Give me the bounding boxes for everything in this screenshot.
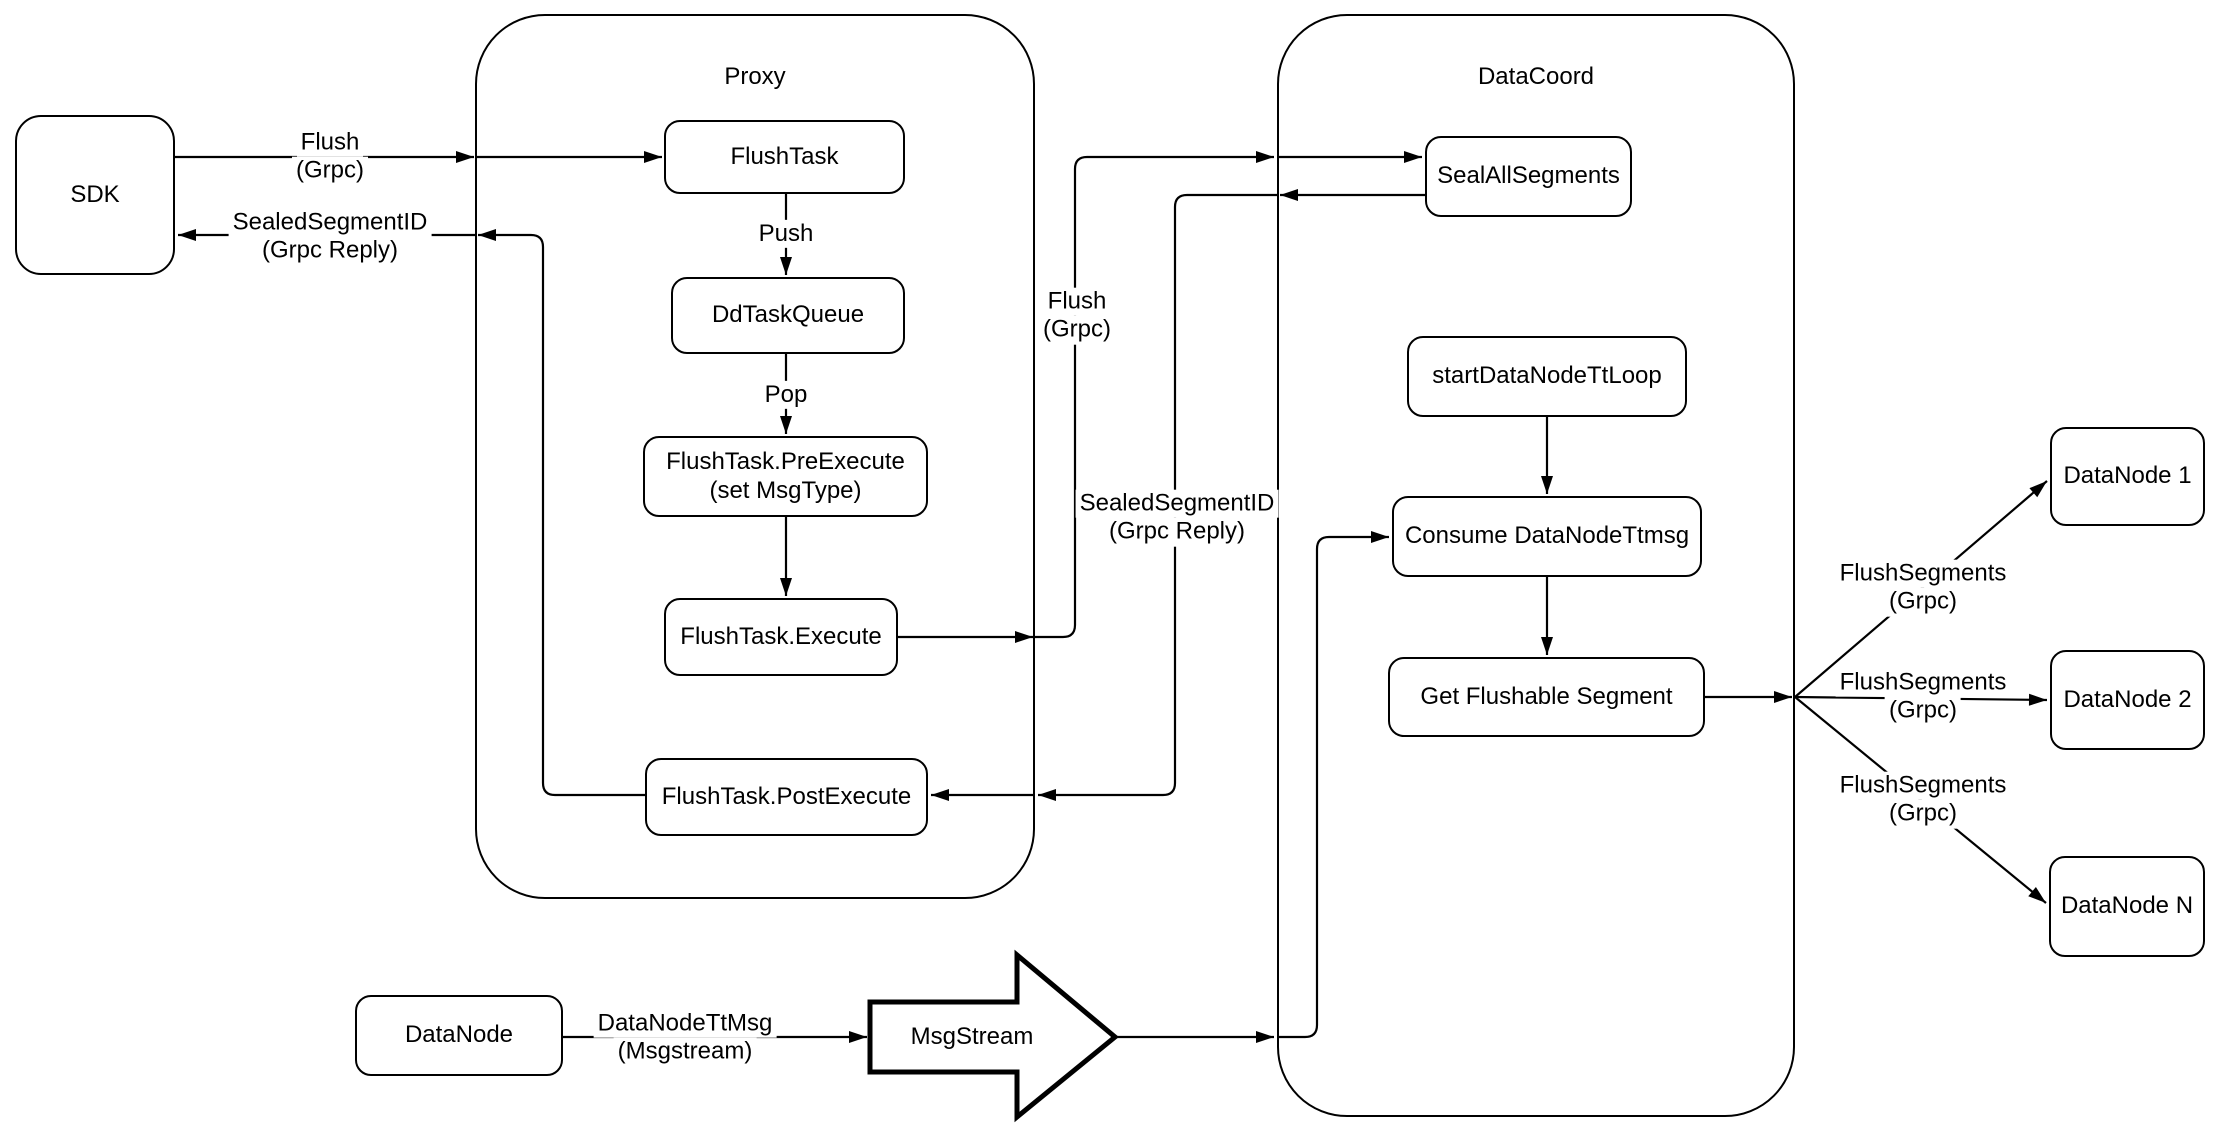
datacoord-container-title: DataCoord	[1477, 63, 1595, 90]
edge-label-sealed-mid: SealedSegmentID (Grpc Reply)	[1075, 489, 1279, 547]
datanoden-node: DataNode N	[2049, 856, 2205, 957]
preexecute-sublabel: (set MsgType)	[709, 476, 862, 504]
sealallsegments-label: SealAllSegments	[1437, 162, 1620, 190]
datanode2-label: DataNode 2	[2063, 685, 2192, 713]
datacoord-container	[1277, 14, 1795, 1117]
postexecute-node: FlushTask.PostExecute	[645, 758, 928, 836]
postexecute-label: FlushTask.PostExecute	[661, 782, 912, 810]
edge-label-line: (Grpc Reply)	[257, 237, 403, 266]
proxy-container-title: Proxy	[724, 63, 786, 90]
edge-label-flush-sdk: Flush (Grpc)	[292, 128, 368, 186]
edge-label-line: SealedSegmentID	[1075, 489, 1279, 518]
execute-label: FlushTask.Execute	[680, 622, 882, 650]
sealallsegments-node: SealAllSegments	[1425, 136, 1632, 217]
execute-node: FlushTask.Execute	[664, 598, 898, 676]
preexecute-label: FlushTask.PreExecute	[666, 447, 905, 475]
edge-label-line: DataNodeTtMsg	[593, 1009, 777, 1038]
edge-label-line: Flush	[1043, 287, 1111, 316]
edge-label-line: FlushSegments	[1835, 668, 2011, 697]
ddtaskqueue-label: DdTaskQueue	[711, 301, 865, 329]
getflushablesegment-node: Get Flushable Segment	[1388, 657, 1705, 737]
msgstream-label: MsgStream	[910, 1023, 1034, 1050]
getflushablesegment-label: Get Flushable Segment	[1420, 682, 1673, 710]
edge-label-sealed-sdk: SealedSegmentID (Grpc Reply)	[228, 208, 432, 266]
edge-label-datanodettmsg: DataNodeTtMsg (Msgstream)	[593, 1009, 777, 1067]
datanode1-node: DataNode 1	[2050, 427, 2205, 526]
flushtask-label: FlushTask	[730, 142, 839, 170]
edge-postexecute-to-proxyborder	[478, 229, 645, 797]
startdatanodettloop-label: startDataNodeTtLoop	[1432, 362, 1662, 390]
edge-label-line: (Grpc)	[1885, 800, 1961, 829]
edge-label-line: (Grpc Reply)	[1104, 518, 1250, 547]
edge-label-line: Flush	[296, 128, 364, 157]
consumedatanodettmsg-node: Consume DataNodeTtmsg	[1392, 496, 1702, 577]
edge-label-line: Pop	[760, 380, 812, 410]
edge-label-line: FlushSegments	[1835, 771, 2011, 800]
consumedatanodettmsg-label: Consume DataNodeTtmsg	[1404, 522, 1690, 550]
edge-label-line: (Grpc)	[1039, 316, 1115, 345]
proxy-container	[475, 14, 1035, 899]
sdk-node: SDK	[15, 115, 175, 275]
edge-label-pop: Pop	[760, 380, 812, 410]
edge-label-line: Push	[754, 219, 818, 249]
edge-label-line: FlushSegments	[1835, 559, 2011, 588]
datanode2-node: DataNode 2	[2050, 650, 2205, 750]
flushtask-node: FlushTask	[664, 120, 905, 194]
ddtaskqueue-node: DdTaskQueue	[671, 277, 905, 354]
msgstream-arrow-shape	[867, 949, 1119, 1123]
edge-label-line: (Grpc)	[1885, 588, 1961, 617]
datanoden-label: DataNode N	[2060, 892, 2194, 920]
edge-flush-up-to-datacoordborder	[1035, 151, 1274, 639]
edge-label-flushsegments-1: FlushSegments (Grpc)	[1835, 559, 2011, 617]
edge-label-flushsegments-2: FlushSegments (Grpc)	[1835, 668, 2011, 726]
datanode-bottom-label: DataNode	[404, 1021, 514, 1049]
datanode1-label: DataNode 1	[2063, 462, 2192, 490]
edge-label-line: (Grpc)	[1885, 697, 1961, 726]
edge-label-flush-mid: Flush (Grpc)	[1039, 287, 1115, 345]
edge-label-line: SealedSegmentID	[228, 208, 432, 237]
edge-msgstream-up-to-consume	[1277, 531, 1389, 1039]
edge-label-line: (Grpc)	[292, 157, 368, 186]
datanode-bottom-node: DataNode	[355, 995, 563, 1076]
preexecute-node: FlushTask.PreExecute (set MsgType)	[643, 436, 928, 517]
edge-label-line: (Msgstream)	[613, 1038, 757, 1067]
edge-label-push: Push	[754, 219, 818, 249]
startdatanodettloop-node: startDataNodeTtLoop	[1407, 336, 1687, 417]
sdk-label: SDK	[70, 180, 120, 208]
edge-label-flushsegments-3: FlushSegments (Grpc)	[1835, 771, 2011, 829]
